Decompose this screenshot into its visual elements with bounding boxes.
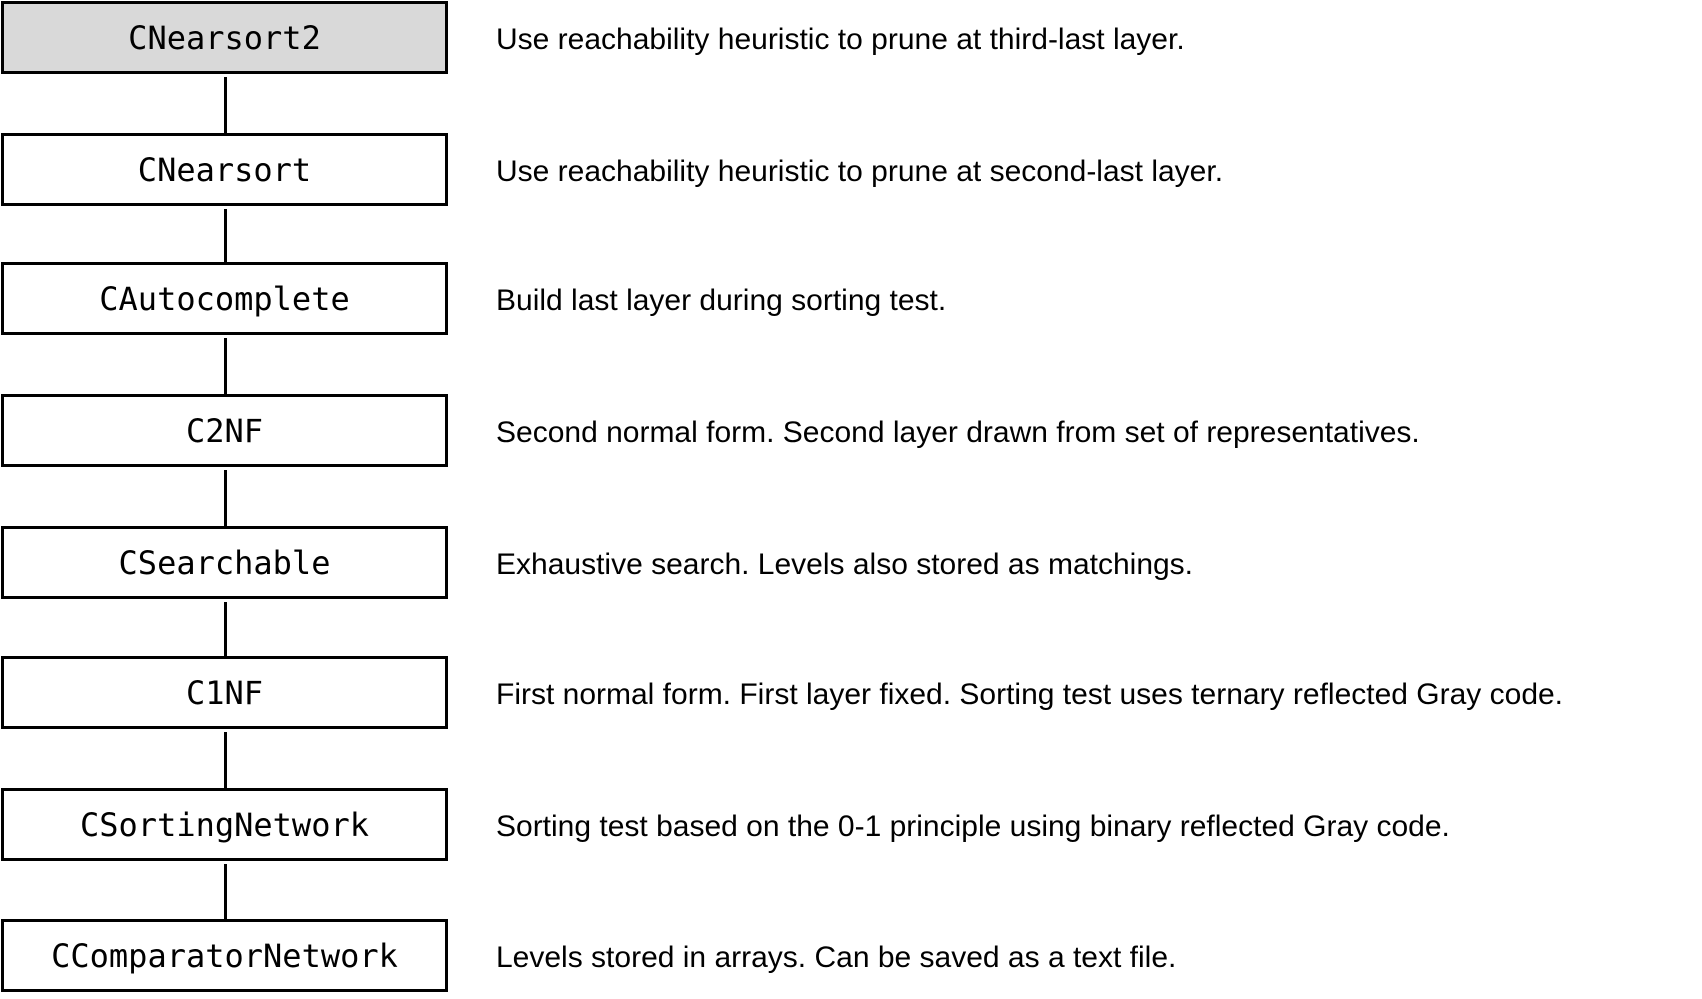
class-box-c1nf: C1NF [1,656,448,729]
class-box-csortingnetwork: CSortingNetwork [1,788,448,861]
class-description: Use reachability heuristic to prune at s… [496,154,1224,188]
class-box-csearchable: CSearchable [1,526,448,599]
connector-line [224,77,227,136]
class-box-cautocomplete: CAutocomplete [1,262,448,335]
class-description: Second normal form. Second layer drawn f… [496,415,1420,449]
connector-line [224,602,227,659]
class-description: Levels stored in arrays. Can be saved as… [496,940,1177,974]
class-description: First normal form. First layer fixed. So… [496,677,1564,711]
class-box-ccomparatornetwork: CComparatorNetwork [1,919,448,992]
class-description: Exhaustive search. Levels also stored as… [496,547,1194,581]
class-description: Sorting test based on the 0-1 principle … [496,809,1450,843]
class-box-c2nf: C2NF [1,394,448,467]
connector-line [224,470,227,529]
class-description: Use reachability heuristic to prune at t… [496,22,1185,56]
class-box-cnearsort2: CNearsort2 [1,1,448,74]
connector-line [224,209,227,265]
connector-line [224,864,227,922]
connector-line [224,732,227,791]
class-description: Build last layer during sorting test. [496,283,947,317]
class-box-cnearsort: CNearsort [1,133,448,206]
connector-line [224,338,227,397]
